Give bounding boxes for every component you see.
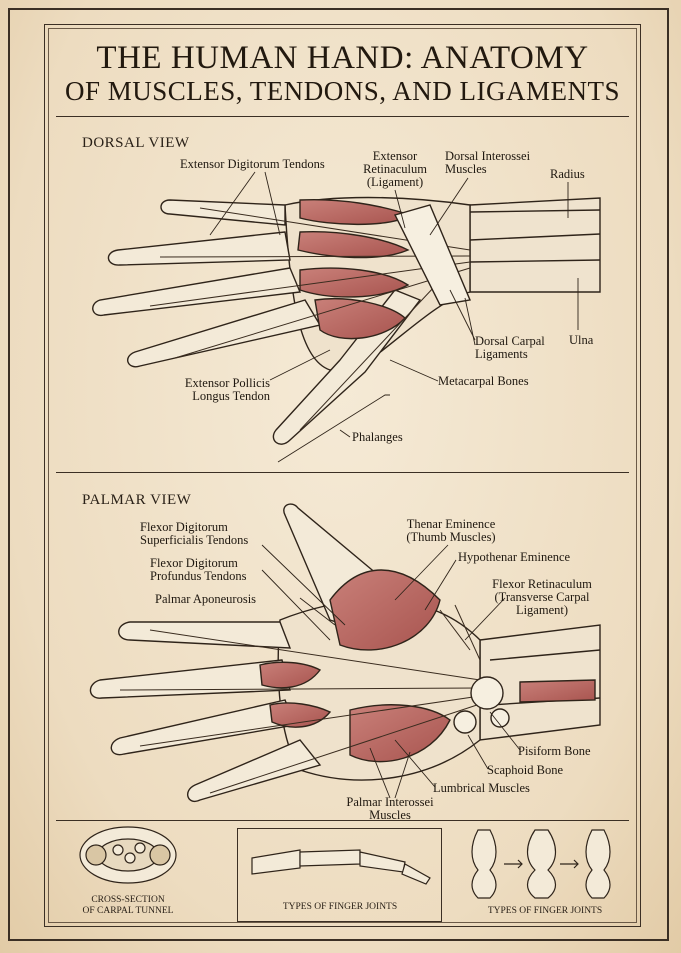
section-divider	[56, 472, 629, 473]
caption-finger-joints-2: TYPES OF FINGER JOINTS	[487, 906, 603, 916]
label-ulna: Ulna	[569, 333, 594, 347]
label-thenar-eminence: Thenar Eminence (Thumb Muscles)	[406, 517, 496, 544]
label-phalanges: Phalanges	[352, 430, 403, 444]
label-flexor-superficialis: Flexor Digitorum Superficialis Tendons	[140, 520, 249, 547]
label-palmar-interossei: Palmar Interossei Muscles	[346, 795, 434, 822]
label-lumbrical-muscles: Lumbrical Muscles	[433, 781, 530, 795]
bottom-divider	[56, 820, 629, 821]
title-divider	[56, 116, 629, 117]
leader-lines	[209, 171, 579, 799]
caption-finger-joints-1: TYPES OF FINGER JOINTS	[282, 902, 398, 912]
palmar-view-heading: PALMAR VIEW	[82, 492, 192, 508]
label-dorsal-interossei: Dorsal Interossei Muscles	[445, 149, 531, 176]
outer-frame	[8, 8, 669, 941]
finger-joints-icon	[471, 829, 611, 899]
carpal-tunnel-icon	[79, 826, 177, 884]
label-extensor-retinaculum: Extensor Retinaculum (Ligament)	[363, 149, 427, 189]
label-scaphoid-bone: Scaphoid Bone	[487, 763, 564, 777]
caption-carpal-tunnel: CROSS-SECTION OF CARPAL TUNNEL	[82, 895, 174, 916]
label-radius: Radius	[550, 167, 585, 181]
palmar-hand	[89, 503, 601, 803]
label-extensor-digitorum: Extensor Digitorum Tendons	[180, 157, 325, 171]
inner-frame	[44, 24, 641, 927]
finger-bones-icon	[251, 849, 431, 885]
inner-frame-secondary	[48, 28, 637, 923]
label-palmar-aponeurosis: Palmar Aponeurosis	[155, 592, 257, 606]
label-flexor-retinaculum: Flexor Retinaculum (Transverse Carpal Li…	[492, 577, 592, 617]
label-pisiform-bone: Pisiform Bone	[518, 744, 591, 758]
dorsal-view-heading: DORSAL VIEW	[82, 135, 190, 151]
label-dorsal-carpal: Dorsal Carpal Ligaments	[475, 334, 545, 361]
label-extensor-pollicis: Extensor Pollicis Longus Tendon	[184, 376, 270, 403]
poster-title-line1: THE HUMAN HAND: ANATOMY	[96, 40, 589, 76]
poster-title-line2: OF MUSCLES, TENDONS, AND LIGAMENTS	[64, 76, 621, 106]
dorsal-hand	[92, 196, 601, 445]
finger-joints-box	[237, 828, 442, 922]
label-hypothenar-eminence: Hypothenar Eminence	[458, 550, 571, 564]
label-metacarpal: Metacarpal Bones	[438, 374, 529, 388]
label-flexor-profundus: Flexor Digitorum Profundus Tendons	[150, 556, 247, 583]
